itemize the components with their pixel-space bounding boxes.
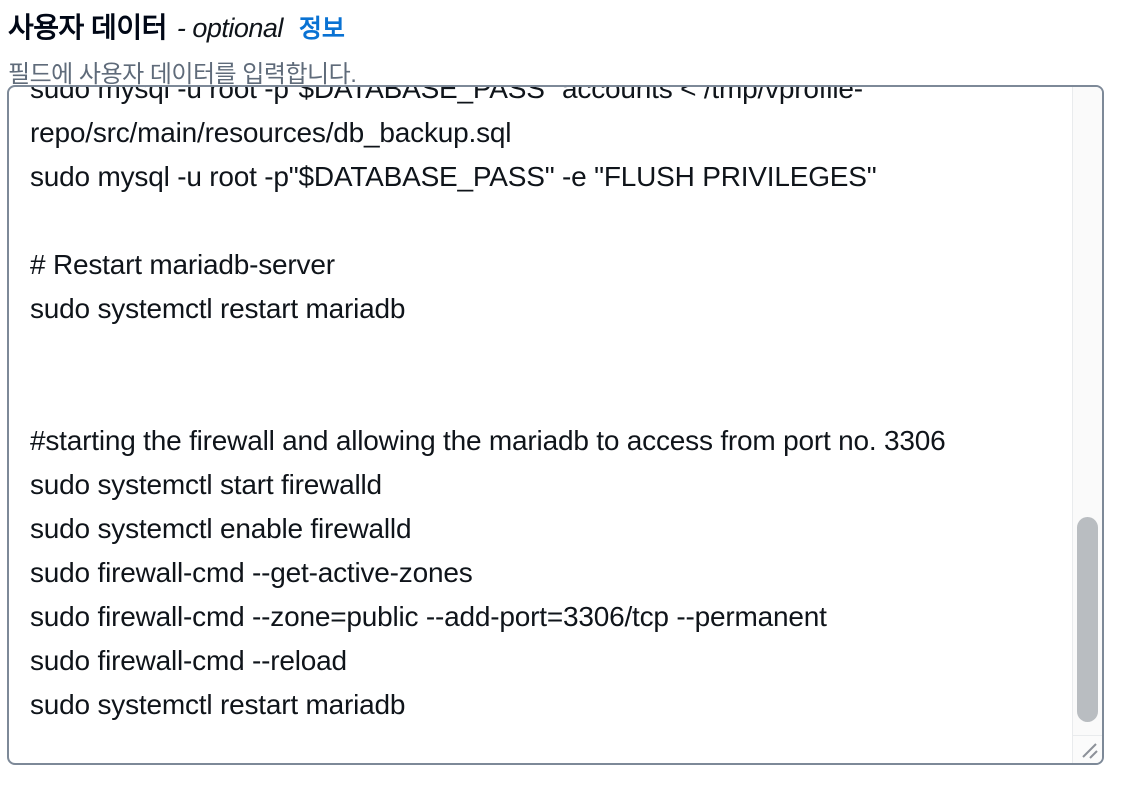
optional-indicator: - optional — [176, 13, 284, 43]
user-data-line — [30, 199, 1064, 243]
user-data-line: #starting the firewall and allowing the … — [30, 425, 946, 456]
user-data-line: sudo firewall-cmd --zone=public --add-po… — [30, 601, 827, 632]
user-data-line — [30, 375, 1064, 419]
resize-handle-icon[interactable] — [1077, 738, 1101, 762]
user-data-textarea[interactable]: sudo mysql -u root -p"$DATABASE_PASS" ac… — [7, 85, 1104, 765]
field-description: 필드에 사용자 데이터를 입력합니다. — [8, 61, 357, 88]
vertical-scrollbar-thumb[interactable] — [1077, 517, 1098, 722]
vertical-scrollbar-track[interactable] — [1072, 87, 1102, 735]
user-data-line: sudo systemctl enable firewalld — [30, 513, 412, 544]
info-link[interactable]: 정보 — [298, 15, 345, 43]
textarea-viewport[interactable]: sudo mysql -u root -p"$DATABASE_PASS" ac… — [9, 87, 1072, 763]
user-data-line: sudo mysql -u root -p"$DATABASE_PASS" ac… — [30, 87, 863, 104]
user-data-line: sudo mysql -u root -p"$DATABASE_PASS" -e… — [30, 161, 877, 192]
user-data-line: repo/src/main/resources/db_backup.sql — [30, 117, 512, 148]
user-data-line: sudo firewall-cmd --get-active-zones — [30, 557, 473, 588]
user-data-line: # Restart mariadb-server — [30, 249, 335, 280]
field-label-row: 사용자 데이터 - optional 정보 — [8, 6, 356, 46]
user-data-content: sudo mysql -u root -p"$DATABASE_PASS" ac… — [9, 87, 1072, 727]
user-data-line: sudo systemctl restart mariadb — [30, 689, 406, 720]
scrollbar-corner — [1072, 735, 1102, 763]
user-data-line — [30, 331, 1064, 375]
user-data-line: sudo systemctl start firewalld — [30, 469, 382, 500]
user-data-line: sudo firewall-cmd --reload — [30, 645, 347, 676]
user-data-line: sudo systemctl restart mariadb — [30, 293, 406, 324]
user-data-field-label: 사용자 데이터 — [8, 12, 167, 43]
field-header: 사용자 데이터 - optional 정보 필드에 사용자 데이터를 입력합니다… — [8, 6, 357, 89]
